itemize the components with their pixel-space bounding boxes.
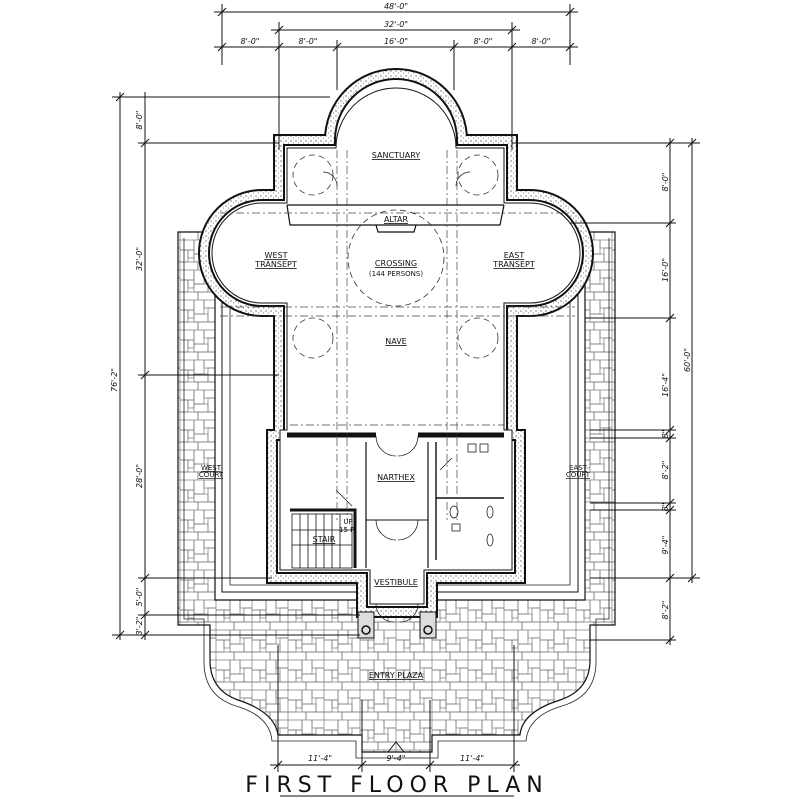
dim-bottom-seg: 11'-4" xyxy=(460,754,484,763)
plaza-outline xyxy=(183,238,610,759)
dim-right-seg: 8'-2" xyxy=(661,601,670,620)
crossing-capacity: (144 PERSONS) xyxy=(369,270,423,278)
room-label-entry-plaza: ENTRY PLAZA xyxy=(369,671,424,680)
dim-top-inner: 32'-0" xyxy=(384,20,408,29)
dim-top-seg: 8'-0" xyxy=(299,37,318,46)
dim-bottom-seg: 9'-4" xyxy=(387,754,406,763)
dim-left-seg: 3'-2" xyxy=(135,617,144,636)
room-label-east-transept-1: EAST xyxy=(504,251,525,260)
dim-top-seg: 8'-0" xyxy=(241,37,260,46)
stair xyxy=(291,513,353,569)
room-label-crossing: CROSSING xyxy=(375,259,417,268)
dim-left-overall: 76'-2" xyxy=(110,368,119,392)
dim-right-seg: 8'-0" xyxy=(661,173,670,192)
room-label-altar: ALTAR xyxy=(384,215,409,224)
structural-grid xyxy=(220,150,575,520)
room-label-narthex: NARTHEX xyxy=(377,473,415,482)
room-label-east-transept-2: TRANSEPT xyxy=(492,260,535,269)
pier-column-icon xyxy=(423,625,433,635)
dim-right-seg: 16'-4" xyxy=(661,373,670,397)
stair-note-risers: 15 R. xyxy=(339,526,357,534)
dim-right-seg: 9'-4" xyxy=(661,536,670,555)
room-label-nave: NAVE xyxy=(385,337,406,346)
dim-right-seg: 8" xyxy=(661,503,670,512)
left-dimensions: 76'-2" 8'-0" 32'-0" 28'-0" 5'-0" 3'-2" xyxy=(110,92,360,640)
paved-courts-and-plaza xyxy=(177,231,616,753)
room-label-stair: STAIR xyxy=(313,535,336,544)
dim-top-seg: 16'-0" xyxy=(384,37,408,46)
pier-column-icon xyxy=(361,625,371,635)
room-label-west-transept-1: WEST xyxy=(265,251,288,260)
dim-top-overall: 48'-0" xyxy=(384,2,408,11)
dim-bottom-seg: 11'-4" xyxy=(308,754,332,763)
dim-top-seg: 8'-0" xyxy=(474,37,493,46)
dim-left-seg: 28'-0" xyxy=(135,464,144,488)
room-label-east-court-2: COURT xyxy=(566,471,591,479)
restroom-fixtures xyxy=(449,443,494,547)
room-label-west-court-1: WEST xyxy=(201,464,222,472)
stair-note-up: UP xyxy=(343,518,352,526)
room-label-sanctuary: SANCTUARY xyxy=(372,151,421,160)
dim-right-seg: 16'-0" xyxy=(661,258,670,282)
room-label-west-court-2: COURT xyxy=(199,471,224,479)
bottom-dimensions: 11'-4" 9'-4" 11'-4" xyxy=(270,645,520,772)
dim-right-seg: 8'-2" xyxy=(661,461,670,480)
interior-partitions xyxy=(286,204,505,568)
dim-right-seg: 8" xyxy=(661,430,670,439)
drawing-title: FIRST FLOOR PLAN xyxy=(245,773,548,798)
church-walls xyxy=(198,68,594,618)
dim-top-seg: 8'-0" xyxy=(532,37,551,46)
right-dimensions: 8'-0" 16'-0" 16'-4" 8" 8'-2" 8" 9'-4" 8'… xyxy=(512,138,700,645)
dim-left-seg: 5'-0" xyxy=(135,588,144,607)
room-label-east-court-1: EAST xyxy=(569,464,588,472)
dim-left-seg: 32'-0" xyxy=(135,247,144,271)
dim-left-seg: 8'-0" xyxy=(135,111,144,130)
top-dimensions: 48'-0" 32'-0" 8'-0" 8'-0" 16'-0" 8'-0" 8… xyxy=(214,2,578,150)
dim-right-overall: 60'-0" xyxy=(683,348,692,372)
room-label-west-transept-2: TRANSEPT xyxy=(254,260,297,269)
room-label-vestibule: VESTIBULE xyxy=(374,578,418,587)
